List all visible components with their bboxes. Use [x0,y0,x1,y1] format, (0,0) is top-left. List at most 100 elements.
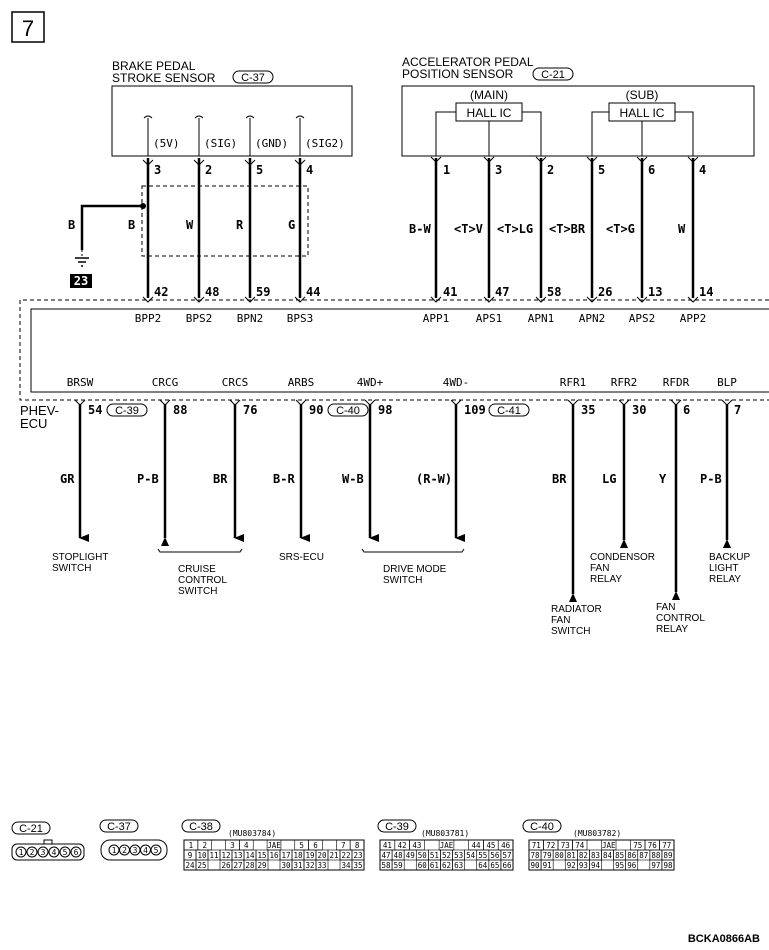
connector-cell: 18 [293,851,303,860]
wire-color-r: R [236,218,244,232]
signal-crcg: CRCG [152,376,179,389]
connector-cell: 49 [406,851,415,860]
connector-cell: JAE [602,841,616,850]
dest-backup-1: BACKUP [709,552,750,563]
connector-cell: 57 [502,851,511,860]
connector-cell: 16 [269,851,279,860]
dest-radiator-1: RADIATOR [551,604,602,615]
connector-cell: 59 [394,861,403,870]
signal-bps3: BPS3 [287,312,314,325]
accel-pin-1: 1 [443,163,450,177]
ecu-pin-90: 90 [309,403,323,417]
dest-fan-control-1: FAN [656,602,675,613]
wire-color-b-r: B-R [273,472,295,486]
connector-cell: 2 [203,841,208,850]
connector-cell: 13 [233,851,242,860]
connector-cell: 71 [532,841,541,850]
connector-pin-number: 3 [41,848,46,857]
svg-text:C-21: C-21 [19,823,43,835]
connector-pin [37,846,49,858]
connector-cell: 62 [442,861,451,870]
signal-apn1: APN1 [528,312,555,325]
ecu-pin-42: 42 [154,285,168,299]
signal-rfdr: RFDR [663,376,690,389]
connector-cell: 10 [197,851,207,860]
hall-ic-sub: HALL IC [620,106,665,120]
ecu-pin-58: 58 [547,285,561,299]
connector-cell: 88 [651,851,661,860]
signal-aps2: APS2 [629,312,656,325]
connector-cell: 96 [627,861,637,870]
dest-radiator-2: FAN [551,615,570,626]
svg-text:C-40: C-40 [530,821,554,833]
ecu-pin-48: 48 [205,285,219,299]
svg-text:C-37: C-37 [107,821,131,833]
accelerator-pedal-sensor: ACCELERATOR PEDAL POSITION SENSOR C-21 (… [401,55,755,177]
connector-cell: 7 [341,841,346,850]
connector-cell: 63 [454,861,463,870]
dest-fan-control-3: RELAY [656,624,688,635]
wire-color-w-b: W-B [342,472,364,486]
connector-cell: 33 [317,861,326,870]
connector-cell: 78 [531,851,541,860]
brake-pin-3: 3 [154,163,161,177]
ecu-pin-88: 88 [173,403,187,417]
connector-cell: 80 [555,851,565,860]
wire-color-g: G [288,218,295,232]
wire-color-w: W [186,218,194,232]
ecu-pin-6: 6 [683,403,690,417]
connector-cell: 76 [648,841,658,850]
signal-bpp2: BPP2 [135,312,162,325]
connector-cell: 66 [502,861,512,870]
dest-srs: SRS-ECU [279,552,324,563]
connector-cell: 4 [244,841,249,850]
accel-pin-4: 4 [699,163,706,177]
connector-pin-number: 1 [112,846,117,855]
ecu-name-1: PHEV- [20,403,59,418]
connector-cell: 72 [546,841,555,850]
wire-color-w-accel: W [678,222,686,236]
brake-pedal-sensor: BRAKE PEDAL STROKE SENSOR C-37 (5V) (SIG… [111,59,353,177]
connector-cell: 48 [394,851,404,860]
page-number-box: 7 [11,11,45,43]
brake-wires [146,158,302,298]
dest-backup-2: LIGHT [709,563,738,574]
accel-wires [434,158,695,298]
connector-cell: 46 [501,841,511,850]
connector-cell: 82 [579,851,588,860]
connector-cell: 85 [615,851,624,860]
pin-label-sig2: (SIG2) [305,137,345,150]
wire-color-br: BR [213,472,228,486]
accel-pin-2: 2 [547,163,554,177]
connector-pin-number: 5 [63,848,68,857]
ecu-pin-41: 41 [443,285,457,299]
dest-condensor-3: RELAY [590,574,622,585]
connector-cell: 55 [478,851,487,860]
wire-color-r-w: (R-W) [416,472,452,486]
connector-pin-number: 4 [143,846,148,855]
connector-cell: 35 [353,861,362,870]
connector-cell: 79 [543,851,552,860]
connector-cell: 50 [418,851,428,860]
accel-pin-6: 6 [648,163,655,177]
ecu-pin-47: 47 [495,285,509,299]
ecu-pin-109: 109 [464,403,486,417]
wire-color-b: B [128,218,135,232]
main-label: (MAIN) [470,88,508,102]
signal-bps2: BPS2 [186,312,213,325]
signal-rfr1: RFR1 [560,376,587,389]
connector-cell: 60 [418,861,428,870]
dest-cruise-1: CRUISE [178,564,216,575]
signal-app1: APP1 [423,312,450,325]
wire-color-br-2: BR [552,472,567,486]
accel-sensor-title-2: POSITION SENSOR [402,67,514,81]
ground-branch: B 23 [68,203,146,288]
connector-cell: 90 [531,861,541,870]
connector-cell: 3 [230,841,235,850]
accel-pin-5: 5 [598,163,605,177]
connector-cell: 58 [382,861,392,870]
connector-cell: JAE [267,841,281,850]
connector-cell: 25 [197,861,206,870]
wire-color-t-g: <T>G [606,222,635,236]
